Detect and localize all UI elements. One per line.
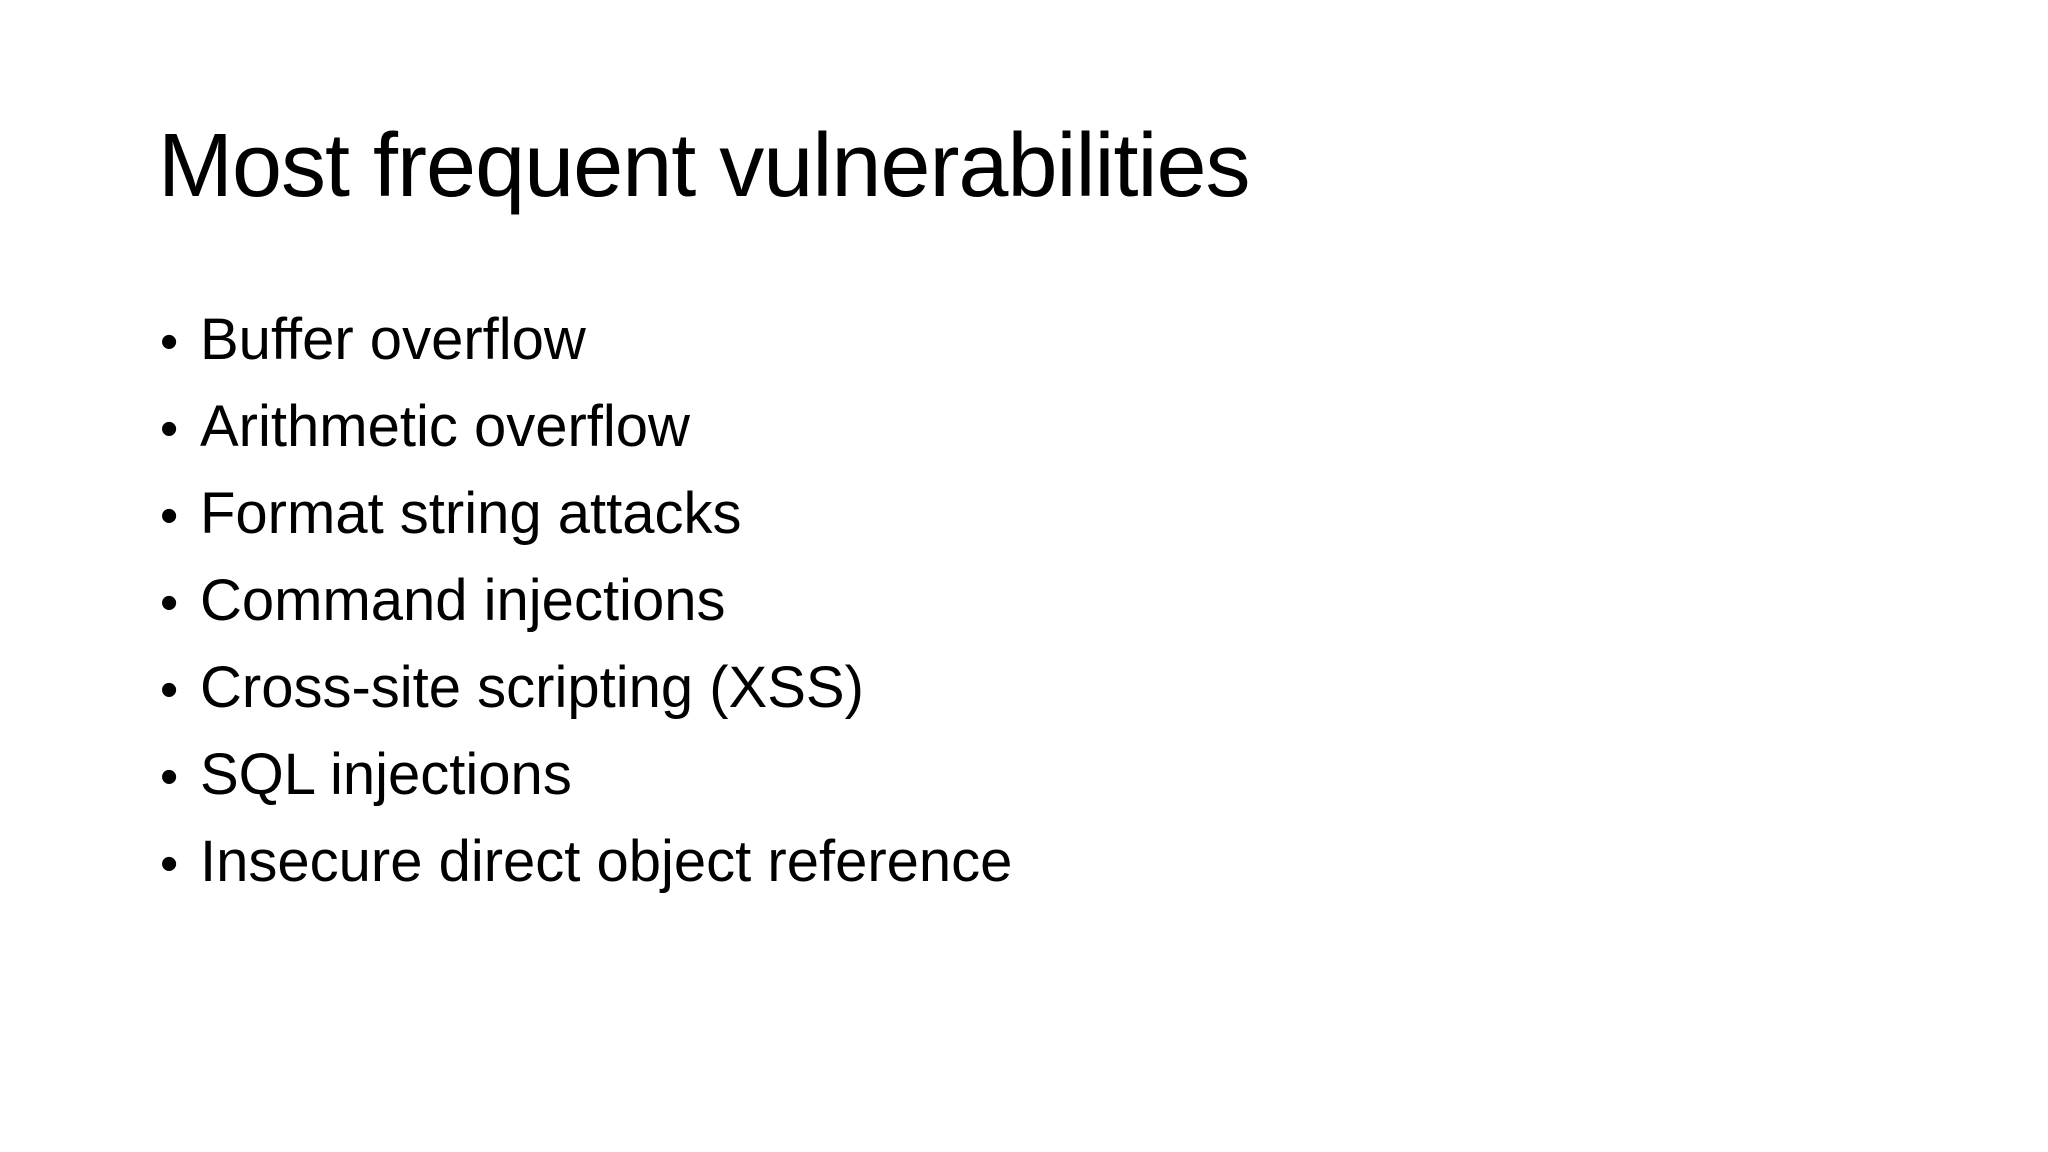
list-item-label: Buffer overflow	[200, 307, 586, 372]
list-item-label: Insecure direct object reference	[200, 829, 1013, 894]
bullet-icon: •	[160, 487, 179, 545]
bullet-icon: •	[160, 835, 179, 893]
bullet-icon: •	[160, 748, 179, 806]
list-item-label: Command injections	[200, 568, 726, 633]
bullet-icon: •	[160, 574, 179, 632]
slide-title: Most frequent vulnerabilities	[158, 116, 1251, 216]
list-item: • Insecure direct object reference	[160, 818, 1012, 905]
list-item: • Format string attacks	[160, 470, 1012, 557]
list-item: • Command injections	[160, 557, 1012, 644]
list-item: • SQL injections	[160, 731, 1012, 818]
list-item-label: Format string attacks	[200, 481, 742, 546]
bullet-icon: •	[160, 661, 179, 719]
list-item: • Buffer overflow	[160, 296, 1012, 383]
list-item-label: Arithmetic overflow	[200, 394, 690, 459]
list-item: • Cross-site scripting (XSS)	[160, 644, 1012, 731]
list-item: • Arithmetic overflow	[160, 383, 1012, 470]
bullet-icon: •	[160, 400, 179, 458]
list-item-label: Cross-site scripting (XSS)	[200, 655, 864, 720]
list-item-label: SQL injections	[200, 742, 572, 807]
bullet-list: • Buffer overflow • Arithmetic overflow …	[160, 296, 1012, 905]
bullet-icon: •	[160, 313, 179, 371]
